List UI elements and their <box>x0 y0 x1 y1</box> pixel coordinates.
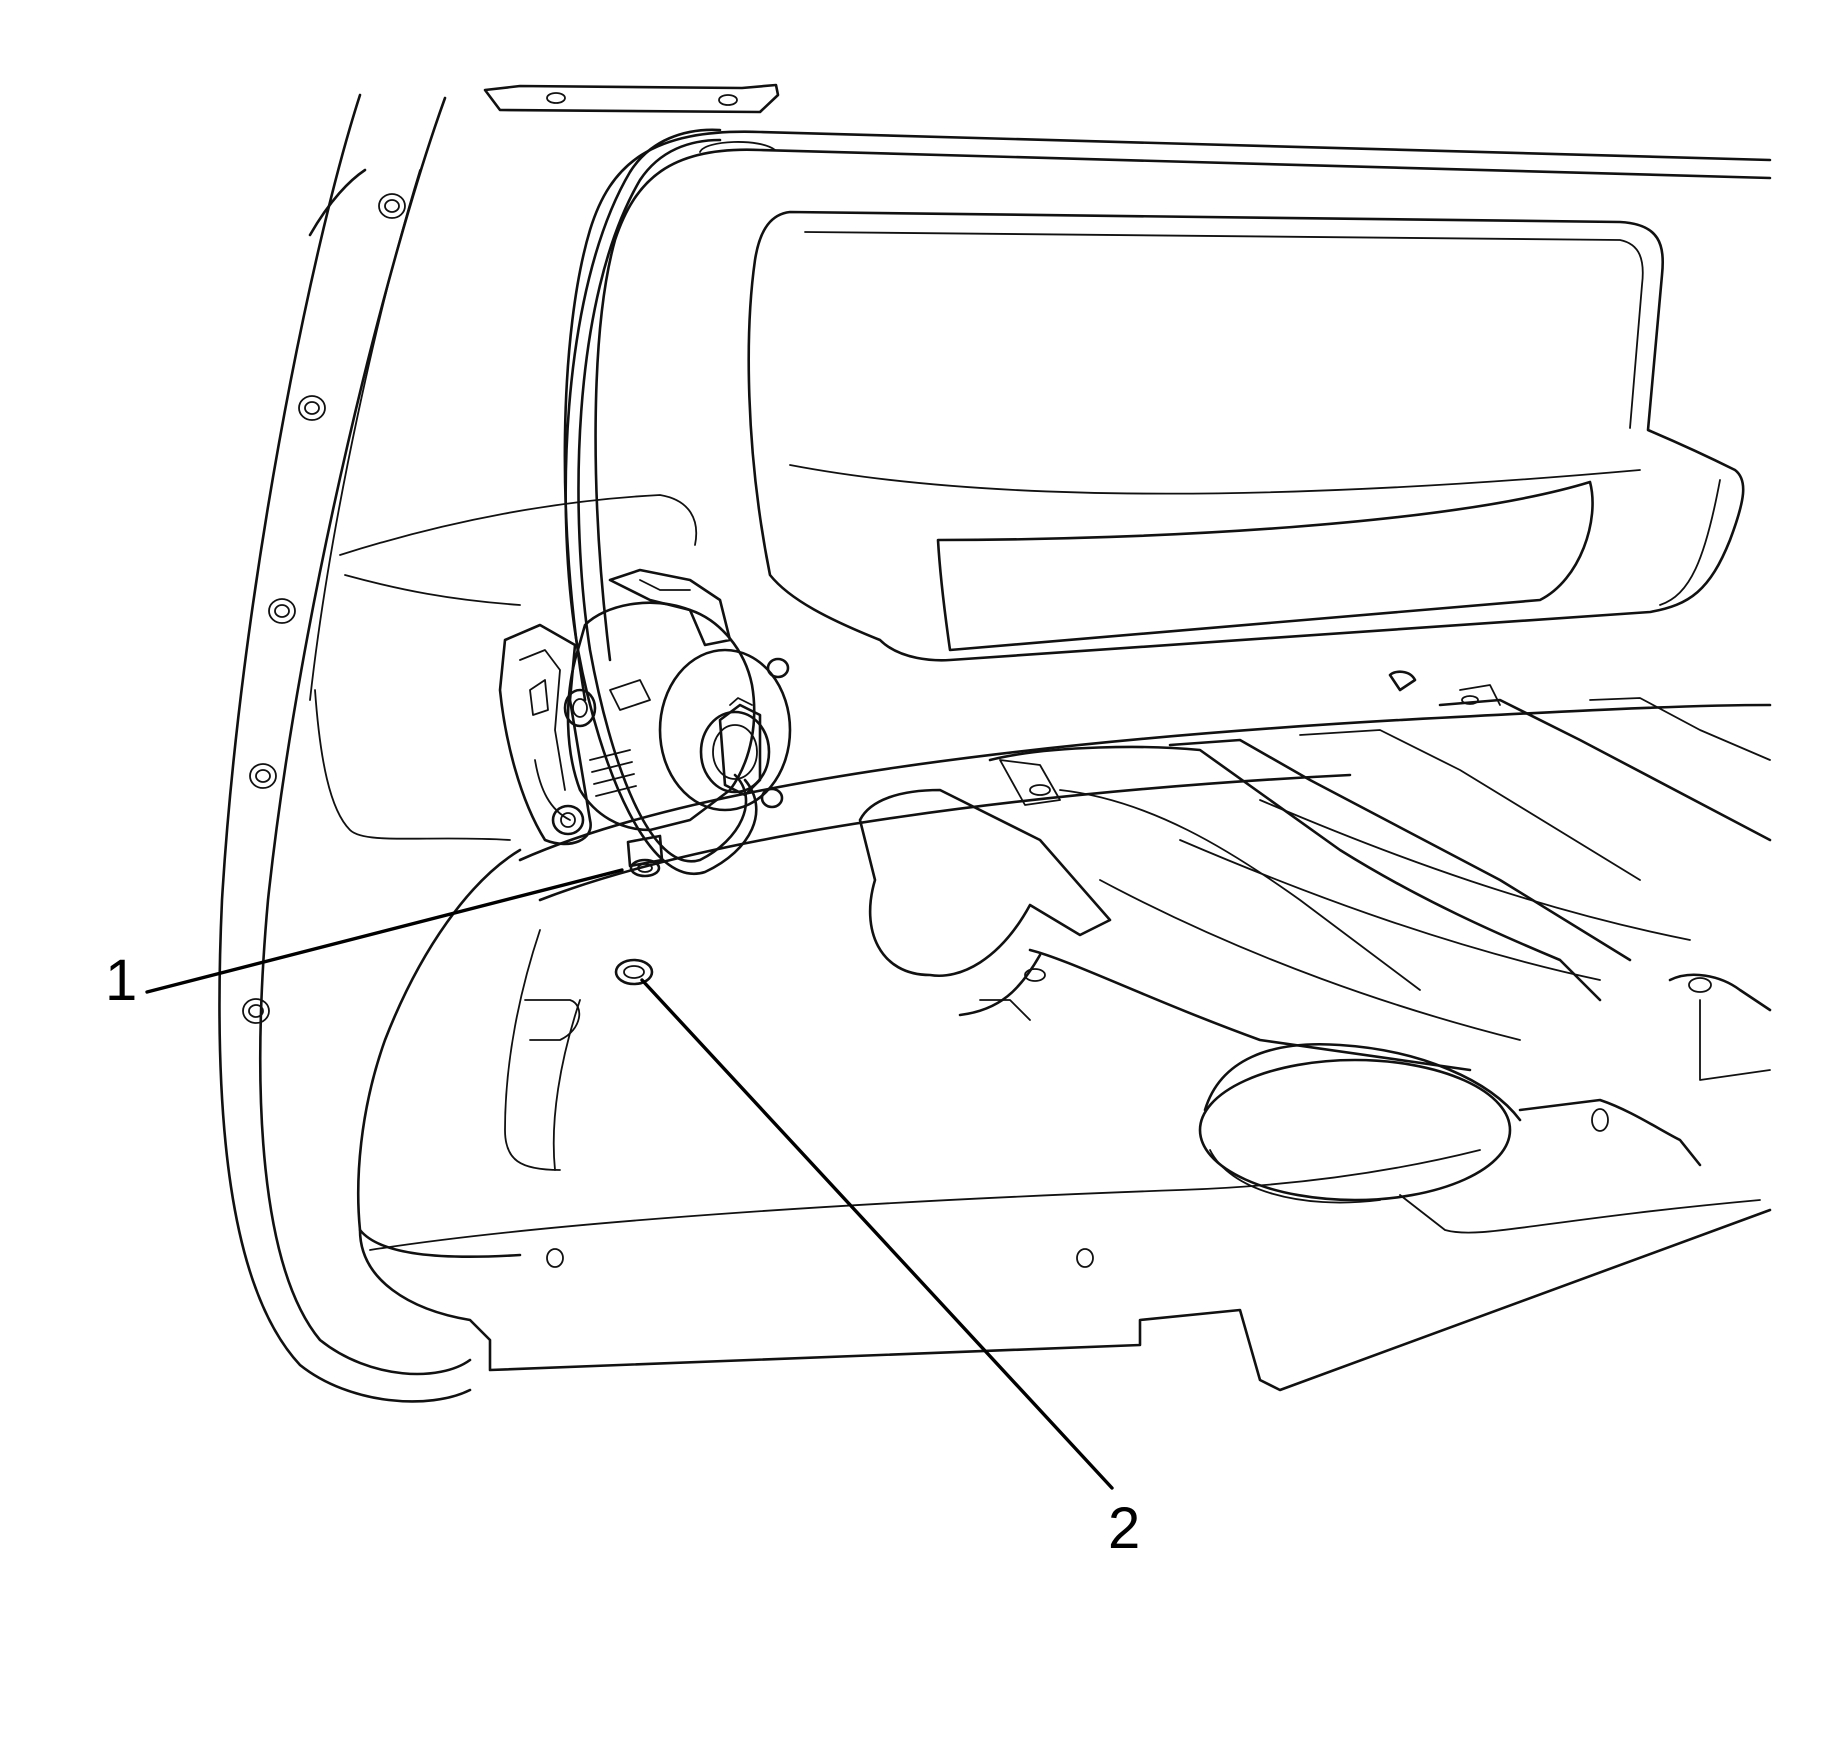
fog-lamp-assembly <box>498 128 792 878</box>
callout-leader-1 <box>145 868 624 994</box>
callout-label-1: 1 <box>105 948 137 1013</box>
fender-holes <box>242 193 406 1024</box>
callout-label-2: 2 <box>1108 1496 1140 1561</box>
access-hole <box>614 958 654 986</box>
callout-leader-2 <box>640 978 1114 1490</box>
splash-shield <box>358 703 1772 1392</box>
under-tray <box>858 670 1772 1204</box>
top-bracket <box>483 83 780 114</box>
grille-opening <box>747 210 1745 662</box>
fender-arch <box>218 93 472 1403</box>
